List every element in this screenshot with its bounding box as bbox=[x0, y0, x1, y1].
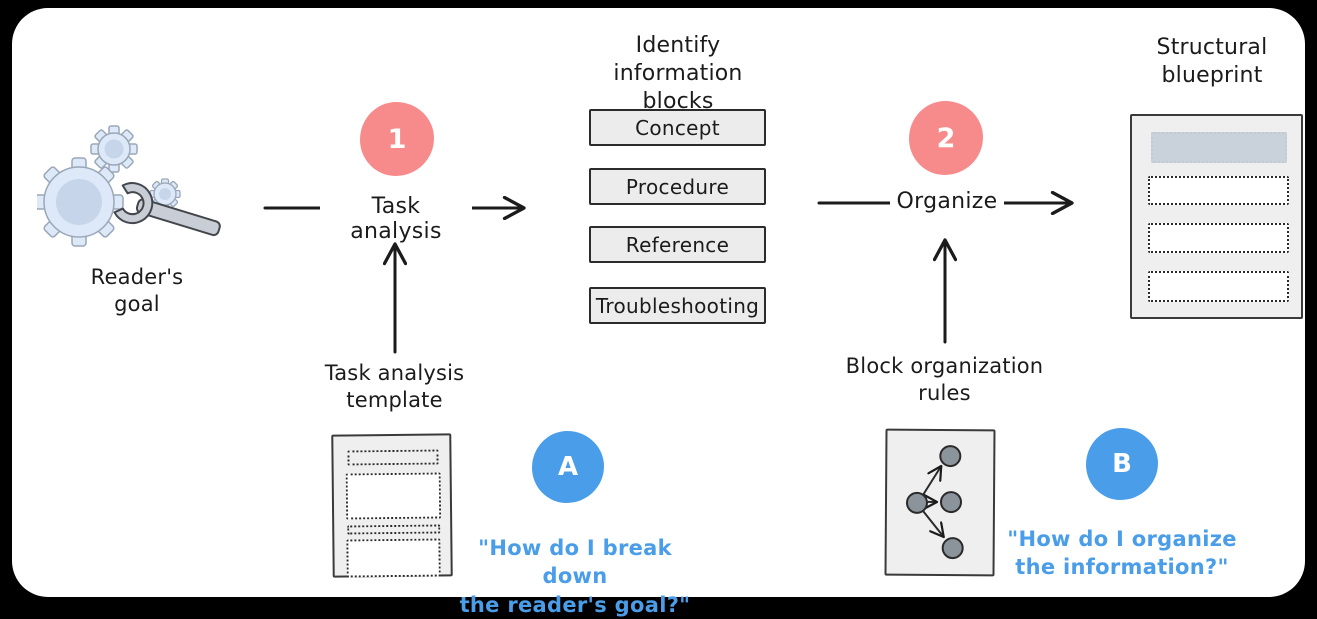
template-input-arrow bbox=[380, 234, 410, 356]
diagram-canvas: Reader's goal Task analysis 1 Task analy… bbox=[12, 8, 1305, 597]
reader-goal-label: Reader's goal bbox=[57, 264, 217, 318]
question-a-text: "How do I break down the reader's goal?" bbox=[450, 534, 700, 619]
block-procedure: Procedure bbox=[589, 168, 766, 205]
gear-medium bbox=[91, 126, 137, 172]
block-concept: Concept bbox=[589, 109, 766, 146]
blueprint-row bbox=[1148, 176, 1289, 205]
template-field bbox=[346, 472, 441, 519]
step-2-badge: 2 bbox=[909, 101, 983, 175]
gears-wrench-icon bbox=[37, 104, 252, 254]
gear-large bbox=[37, 158, 123, 246]
template-label: Task analysis template bbox=[312, 360, 477, 414]
graph-node bbox=[941, 492, 961, 512]
blueprint-title-bar bbox=[1151, 132, 1287, 163]
graph-node bbox=[940, 446, 960, 466]
blueprint-row bbox=[1148, 223, 1289, 253]
blocks-title: Identify information blocks bbox=[578, 32, 778, 116]
block-troubleshooting: Troubleshooting bbox=[589, 287, 766, 324]
graph-node bbox=[943, 538, 963, 558]
template-document-icon bbox=[331, 433, 452, 577]
question-a-badge: A bbox=[532, 431, 604, 503]
template-field bbox=[347, 450, 438, 466]
template-field bbox=[346, 538, 440, 577]
node-graph-icon bbox=[887, 431, 993, 574]
question-b-text: "How do I organize the information?" bbox=[1007, 525, 1237, 582]
blueprint-row bbox=[1148, 271, 1289, 302]
step-1-badge: 1 bbox=[360, 102, 434, 176]
block-reference: Reference bbox=[589, 226, 766, 263]
rules-document-icon bbox=[884, 429, 995, 577]
graph-node bbox=[907, 493, 927, 513]
output-title: Structural blueprint bbox=[1112, 34, 1312, 90]
blueprint-document-icon bbox=[1130, 114, 1303, 319]
template-field bbox=[347, 524, 440, 534]
organize-arrow-label: Organize bbox=[890, 189, 1004, 214]
rules-input-arrow bbox=[930, 230, 960, 346]
rules-label: Block organization rules bbox=[842, 353, 1047, 407]
question-b-badge: B bbox=[1086, 428, 1158, 500]
